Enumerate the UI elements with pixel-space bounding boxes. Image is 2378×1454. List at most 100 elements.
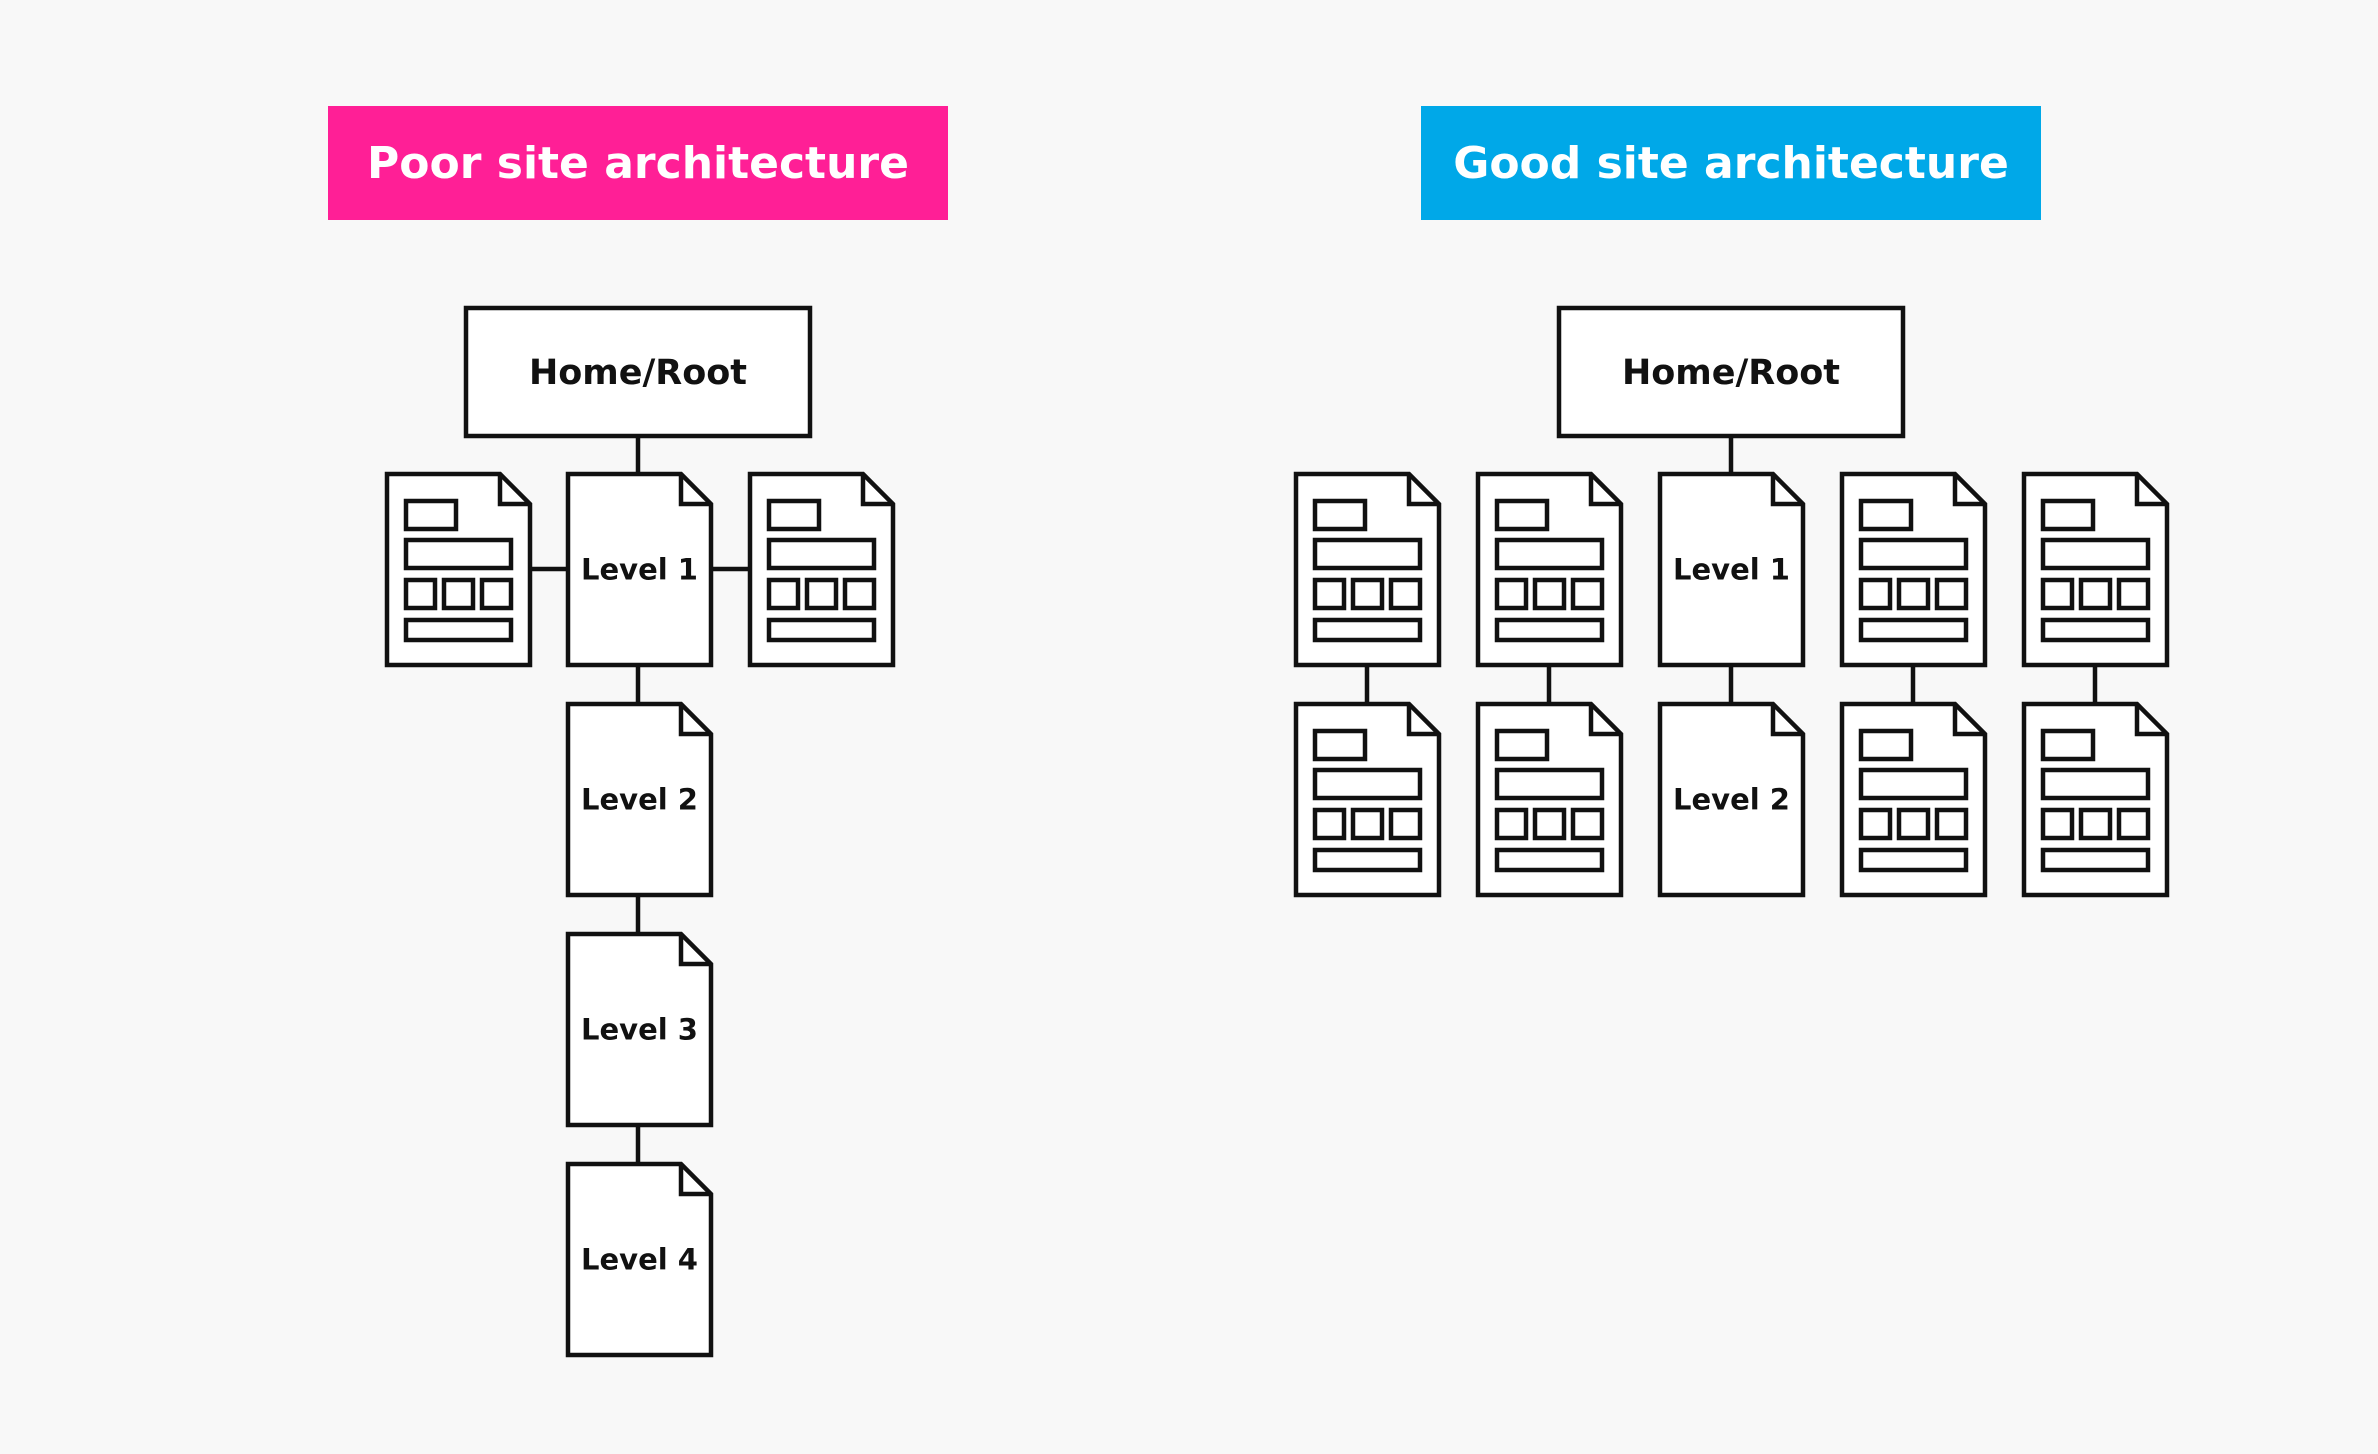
poor-page-level-4: Level 4 [565,1161,714,1358]
page-outline [565,701,714,898]
page-block-square [1896,577,1931,611]
page-block-square [2040,577,2075,611]
good-page-top-5 [2021,471,2170,668]
page-fold [678,934,711,967]
poor-architecture: Poor site architecture Home/Root Level 1… [328,106,948,1358]
page-block-square [1532,807,1567,841]
page-outline [565,931,714,1128]
page-outline [1657,701,1806,898]
page-block-wide [2040,537,2151,571]
good-page-top-4 [1839,471,1988,668]
page-block-footer [1858,847,1969,873]
good-page-level-1: Level 1 [1657,471,1806,668]
page-block-wide [1312,767,1423,801]
poor-root-box [463,305,813,439]
page-block-square [2116,577,2151,611]
page-fold [2134,704,2167,737]
page-fold [1588,474,1621,507]
page-outline [565,1161,714,1358]
page-block-square [1388,577,1423,611]
page-block-wide [1858,767,1969,801]
good-root-box [1556,305,1906,439]
poor-banner-label: Poor site architecture [367,138,909,189]
page-block-header [1312,498,1368,532]
page-block-square [1312,807,1347,841]
poor-banner [328,106,948,220]
page-fold [678,1164,711,1197]
page-block-square [1570,577,1605,611]
page-level-label: Level 2 [581,783,698,817]
page-block-footer [1312,847,1423,873]
page-block-square [1934,577,1969,611]
poor-page-left [384,471,533,668]
poor-root-label: Home/Root [529,353,747,393]
page-block-wide [766,537,877,571]
page-block-square [1350,577,1385,611]
page-block-footer [2040,617,2151,643]
page-block-header [1858,498,1914,532]
page-fold [678,474,711,507]
page-block-square [2078,807,2113,841]
page-fold [1406,474,1439,507]
page-block-footer [1312,617,1423,643]
page-block-square [1350,807,1385,841]
page-block-square [1858,577,1893,611]
page-block-square [1532,577,1567,611]
page-block-footer [1494,847,1605,873]
page-block-square [2040,807,2075,841]
page-block-footer [1494,617,1605,643]
page-level-label: Level 4 [581,1243,698,1277]
page-block-header [1494,498,1550,532]
page-block-square [842,577,877,611]
page-outline [565,471,714,668]
page-block-header [403,498,459,532]
page-fold [1770,474,1803,507]
page-block-footer [1858,617,1969,643]
page-block-square [1858,807,1893,841]
page-block-square [1312,577,1347,611]
page-block-header [1858,728,1914,762]
good-page-top-2 [1475,471,1624,668]
good-page-level-2: Level 2 [1657,701,1806,898]
page-block-square [766,577,801,611]
page-block-square [441,577,476,611]
page-fold [1952,474,1985,507]
page-block-wide [403,537,514,571]
poor-page-level-3: Level 3 [565,931,714,1128]
page-fold [860,474,893,507]
page-level-label: Level 1 [581,553,698,587]
good-banner [1421,106,2041,220]
page-block-header [1494,728,1550,762]
page-block-square [1570,807,1605,841]
page-block-wide [2040,767,2151,801]
page-block-footer [403,617,514,643]
poor-page-right [747,471,896,668]
page-fold [678,704,711,737]
page-block-wide [1494,537,1605,571]
good-architecture: Good site architecture Home/Root Level 1… [1293,106,2170,898]
page-block-square [479,577,514,611]
good-page-bottom-4 [1839,701,1988,898]
page-fold [1588,704,1621,737]
page-level-label: Level 1 [1673,553,1790,587]
page-block-wide [1858,537,1969,571]
page-block-header [2040,728,2096,762]
poor-page-level-2: Level 2 [565,701,714,898]
good-page-bottom-1 [1293,701,1442,898]
page-block-wide [1494,767,1605,801]
page-block-wide [1312,537,1423,571]
good-page-bottom-5 [2021,701,2170,898]
page-fold [1406,704,1439,737]
page-level-label: Level 2 [1673,783,1790,817]
page-block-square [1896,807,1931,841]
page-block-footer [2040,847,2151,873]
page-block-square [1494,577,1529,611]
page-fold [2134,474,2167,507]
page-level-label: Level 3 [581,1013,698,1047]
page-fold [1770,704,1803,737]
page-block-square [403,577,438,611]
page-block-header [2040,498,2096,532]
page-block-header [766,498,822,532]
poor-page-level-1: Level 1 [565,471,714,668]
